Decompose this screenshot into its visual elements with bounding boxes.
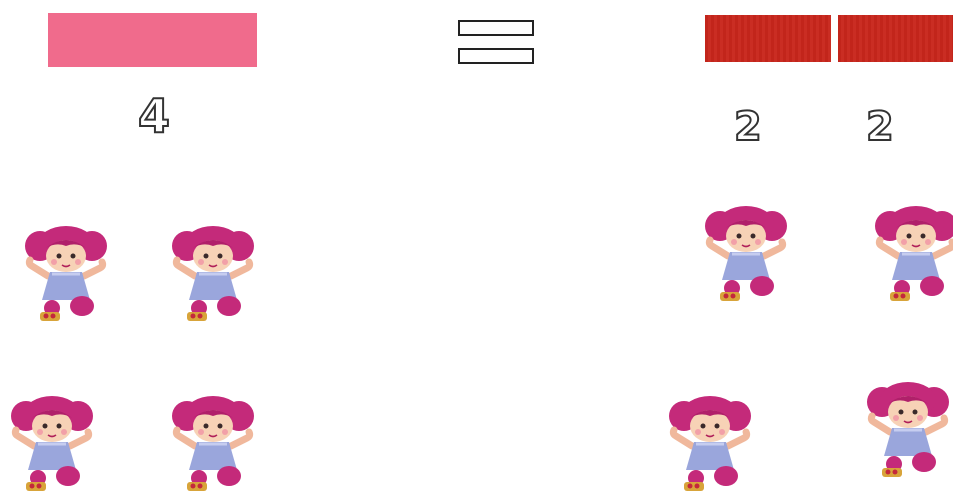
doll-icon	[698, 202, 794, 304]
left-number: 4	[138, 93, 170, 139]
right-number-2: 2	[866, 107, 894, 147]
left-pink-bar	[48, 13, 257, 67]
doll-icon	[18, 222, 114, 324]
doll-icon	[860, 378, 953, 480]
right-red-bar-1	[705, 15, 831, 62]
doll-icon	[165, 222, 261, 324]
doll-icon	[4, 392, 100, 494]
right-red-bar-2	[838, 15, 953, 62]
equals-sign-bottom-bar	[458, 48, 534, 64]
right-number-1: 2	[734, 107, 762, 147]
doll-icon	[165, 392, 261, 494]
doll-icon	[868, 202, 953, 304]
doll-icon	[662, 392, 758, 494]
equals-sign-top-bar	[458, 20, 534, 36]
